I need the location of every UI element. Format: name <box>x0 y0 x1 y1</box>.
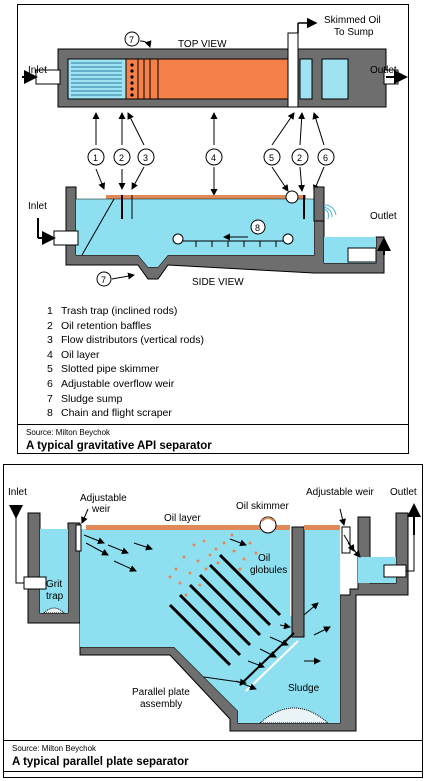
api-source-text: Source: Milton Beychok <box>26 428 111 437</box>
side-inlet-label: Inlet <box>28 201 47 212</box>
callout-2b: 2 <box>297 153 302 163</box>
top-inlet-label: Inlet <box>28 65 47 76</box>
skimmed-oil-label: Skimmed Oil <box>324 15 381 26</box>
top-view-oil-zone <box>125 58 293 100</box>
oil-layer-label: Oil layer <box>164 513 201 524</box>
parallel-plate-panel: Inlet Outlet Adjustable weir Oil layer O… <box>3 464 423 778</box>
callout-8 <box>250 219 266 235</box>
left-weir-label-1: Adjustable <box>80 493 127 504</box>
side-view-label: SIDE VIEW <box>192 277 244 288</box>
to-sump-label: To Sump <box>334 27 374 38</box>
callout-7-side <box>96 271 112 287</box>
trash-trap-rods <box>81 198 115 256</box>
api-source-box: Source: Milton Beychok A typical gravita… <box>18 424 408 455</box>
pp-inlet-label: Inlet <box>8 487 27 498</box>
api-separator-panel: Inlet Outlet TOP VIEW Skimmed Oil To Sum… <box>17 4 409 454</box>
right-weir-label: Adjustable weir <box>306 487 374 498</box>
grit-trap-label-1: Grit <box>46 579 62 590</box>
callout-1: 1 <box>93 153 98 163</box>
side-view: 8 Inlet Outlet SIDE VIEW 7 <box>28 186 397 288</box>
left-weir-label-2: weir <box>91 504 111 515</box>
top-view-skimmer-pipe <box>287 32 299 108</box>
pp-oil-layer <box>86 525 290 530</box>
svg-text:7: 7 <box>129 35 134 45</box>
callout-leaders <box>92 112 325 196</box>
top-view: Inlet Outlet TOP VIEW Skimmed Oil To Sum… <box>22 15 408 108</box>
top-outlet-label: Outlet <box>370 65 397 76</box>
parallel-plate-label-2: assembly <box>140 699 182 710</box>
side-view-oil-layer <box>106 195 306 199</box>
svg-text:7: 7 <box>101 275 106 285</box>
callout-5: 5 <box>269 153 274 163</box>
api-separator-diagram: Inlet Outlet TOP VIEW Skimmed Oil To Sum… <box>22 15 408 288</box>
oil-globules <box>168 533 258 597</box>
top-view-label: TOP VIEW <box>178 39 227 50</box>
pp-caption: A typical parallel plate separator <box>12 756 189 768</box>
left-adjustable-weir <box>75 524 82 552</box>
side-view-inlet-pipe <box>53 230 79 246</box>
pp-source-box: Source: Milton Beychok A typical paralle… <box>3 740 423 772</box>
callout-2: 2 <box>119 153 124 163</box>
callout-circles: 1 2 3 4 5 2 6 <box>87 148 335 166</box>
side-view-water <box>76 199 314 255</box>
pp-outlet-label: Outlet <box>390 487 417 498</box>
grit-trap-label-2: trap <box>46 591 64 602</box>
side-outlet-label: Outlet <box>370 211 397 222</box>
pp-tank-wall <box>27 512 409 732</box>
callout-3: 3 <box>143 153 148 163</box>
oil-globules-label-2: globules <box>250 565 287 576</box>
slotted-pipe-skimmer <box>285 190 299 204</box>
pp-source-text: Source: Milton Beychok <box>12 744 97 753</box>
parallel-plate-label-1: Parallel plate <box>132 687 190 698</box>
sludge-label: Sludge <box>288 683 320 694</box>
parallel-plates <box>168 553 282 667</box>
pp-center-baffle <box>291 526 305 638</box>
side-view-outlet-pipe <box>347 247 377 263</box>
pp-sludge <box>258 707 330 724</box>
callout-7-top <box>124 31 140 47</box>
grit-trap-water <box>40 529 68 613</box>
top-view-outlet-bay <box>321 58 349 100</box>
callout-4: 4 <box>211 153 216 163</box>
svg-text:8: 8 <box>255 223 260 233</box>
oil-globules-label-1: Oil <box>258 553 270 564</box>
callout-6: 6 <box>323 153 328 163</box>
api-caption: A typical gravitative API separator <box>26 440 212 452</box>
oil-skimmer-label: Oil skimmer <box>236 501 289 512</box>
parallel-plate-diagram: Inlet Outlet Adjustable weir Oil layer O… <box>8 487 421 732</box>
right-adjustable-weir <box>341 526 351 554</box>
